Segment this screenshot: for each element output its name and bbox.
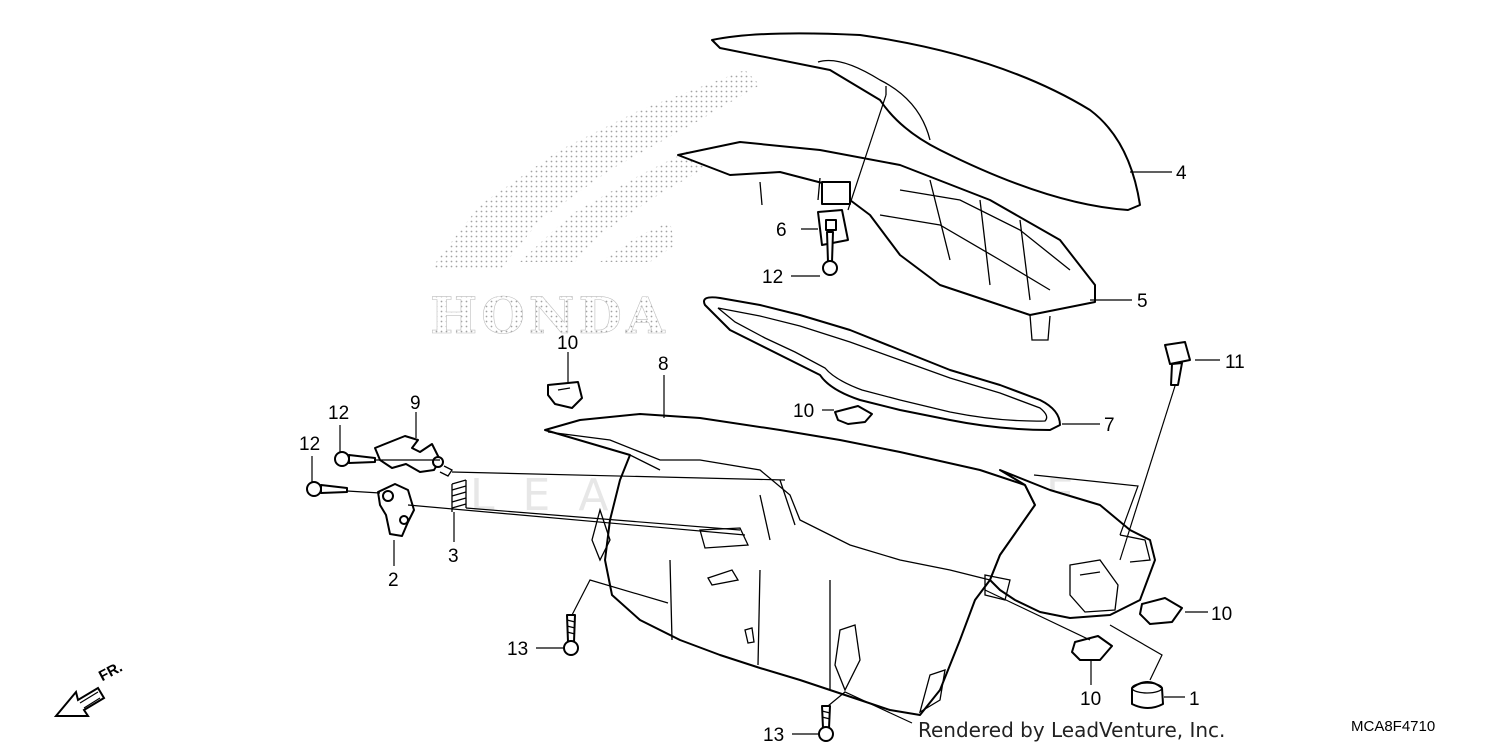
honda-wordmark: HONDA xyxy=(430,286,669,345)
callout-7: 7 xyxy=(1104,415,1115,436)
callout-13: 13 xyxy=(507,639,528,660)
callout-10: 10 xyxy=(793,401,814,422)
part-13-screw-a xyxy=(563,614,579,656)
part-5-lid-inner-panel xyxy=(677,141,1096,341)
part-10-clip-d xyxy=(1071,635,1113,661)
part-10-clip-c xyxy=(1139,597,1183,625)
part-8-storage-box xyxy=(544,413,1156,716)
callout-2: 2 xyxy=(388,570,399,591)
rendered-by-credit: Rendered by LeadVenture, Inc. xyxy=(918,718,1226,742)
callout-9: 9 xyxy=(410,393,421,414)
callout-10: 10 xyxy=(1080,689,1101,710)
part-10-clip-b xyxy=(834,405,873,425)
honda-wing-logo: HONDA xyxy=(430,70,760,345)
leader-lines xyxy=(311,94,1220,735)
callout-5: 5 xyxy=(1137,291,1148,312)
part-3-spring xyxy=(451,479,467,512)
part-4-lid-cover xyxy=(711,32,1141,211)
callout-13: 13 xyxy=(763,725,784,746)
callout-11: 11 xyxy=(1225,352,1245,373)
callout-numbers: 4 6 12 5 11 10 8 10 7 12 9 12 2 3 10 13 … xyxy=(299,163,1245,746)
callout-6: 6 xyxy=(776,220,787,241)
callout-12: 12 xyxy=(299,434,320,455)
part-7-seal-gasket xyxy=(703,296,1061,431)
callout-8: 8 xyxy=(658,354,669,375)
part-10-clip-a xyxy=(547,381,583,409)
part-13-screw-b xyxy=(818,705,834,742)
part-1-grommet xyxy=(1131,681,1164,709)
part-11-bolt xyxy=(1164,341,1191,386)
part-6-latch-plate xyxy=(817,209,849,246)
callout-10: 10 xyxy=(557,333,578,354)
part-12-screw-c xyxy=(306,481,348,497)
part-2-latch-bracket xyxy=(377,483,415,537)
callout-3: 3 xyxy=(448,546,459,567)
callout-1: 1 xyxy=(1189,689,1200,710)
part-12-screw-b xyxy=(334,451,376,467)
callout-12: 12 xyxy=(328,403,349,424)
callout-10: 10 xyxy=(1211,604,1232,625)
callout-12: 12 xyxy=(762,267,783,288)
drawing-code: MCA8F4710 xyxy=(1351,718,1436,735)
part-9-latch-lever xyxy=(374,435,453,477)
front-direction-arrow-icon xyxy=(53,686,106,717)
callout-4: 4 xyxy=(1176,163,1187,184)
part-12-screw-a xyxy=(822,231,838,276)
